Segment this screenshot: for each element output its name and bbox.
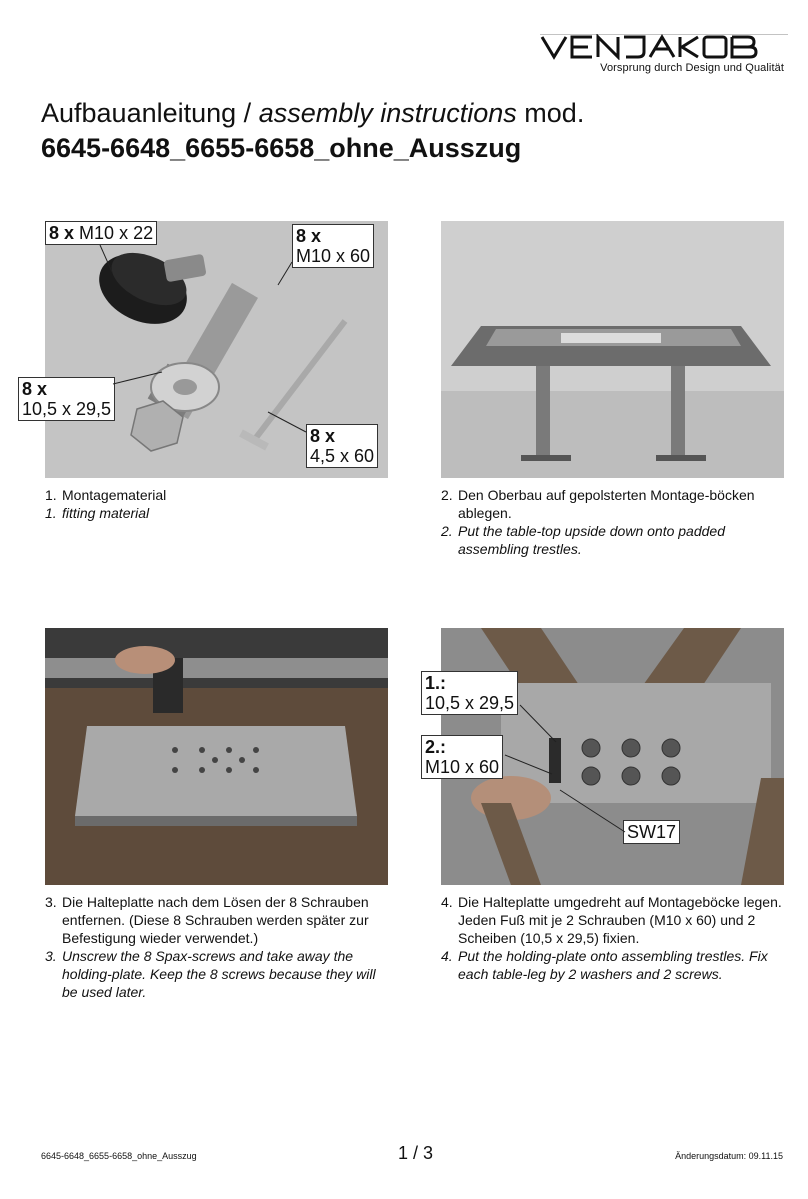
caption-step3: 3.Die Halteplatte nach dem Lösen der 8 S…: [45, 894, 376, 1000]
callout-step4-washer: 1.:10,5 x 29,5: [421, 671, 519, 715]
caption-step4: 4.Die Halteplatte umgedreht auf Montageb…: [441, 894, 782, 982]
page-title-model: 6645-6648_6655-6658_ohne_Ausszug: [41, 133, 522, 163]
callout-step4-bolt: 2.:M10 x 60: [421, 735, 504, 779]
photo-unscrew-holding-plate: [45, 628, 388, 885]
caption-step1: 1.Montagematerial 1.fitting material: [45, 487, 167, 521]
callout-step4-wrench: SW17: [623, 820, 681, 844]
footer-change-date: Änderungsdatum: 09.11.15: [675, 1151, 783, 1161]
table-leg-illustration: [471, 628, 784, 885]
photo-tabletop-on-trestles: [441, 221, 784, 478]
tabletop-illustration: [441, 326, 784, 478]
footer-page-number: 1 / 3: [398, 1143, 434, 1163]
callout-m10x22: 8 x M10 x 22: [45, 221, 158, 245]
caption-step2: 2.Den Oberbau auf gepolsterten Montage-b…: [441, 487, 755, 557]
holding-plate-illustration: [45, 628, 388, 885]
fitting-material-illustration: [99, 252, 348, 452]
footer-document-id: 6645-6648_6655-6658_ohne_Ausszug: [41, 1151, 197, 1161]
page-title-line1: Aufbauanleitung / assembly instructions …: [41, 98, 585, 128]
venjakob-logo: Vorsprung durch Design und Qualität: [540, 30, 790, 78]
brand-wordmark: [540, 34, 788, 60]
brand-tagline: Vorsprung durch Design und Qualität: [600, 62, 784, 74]
